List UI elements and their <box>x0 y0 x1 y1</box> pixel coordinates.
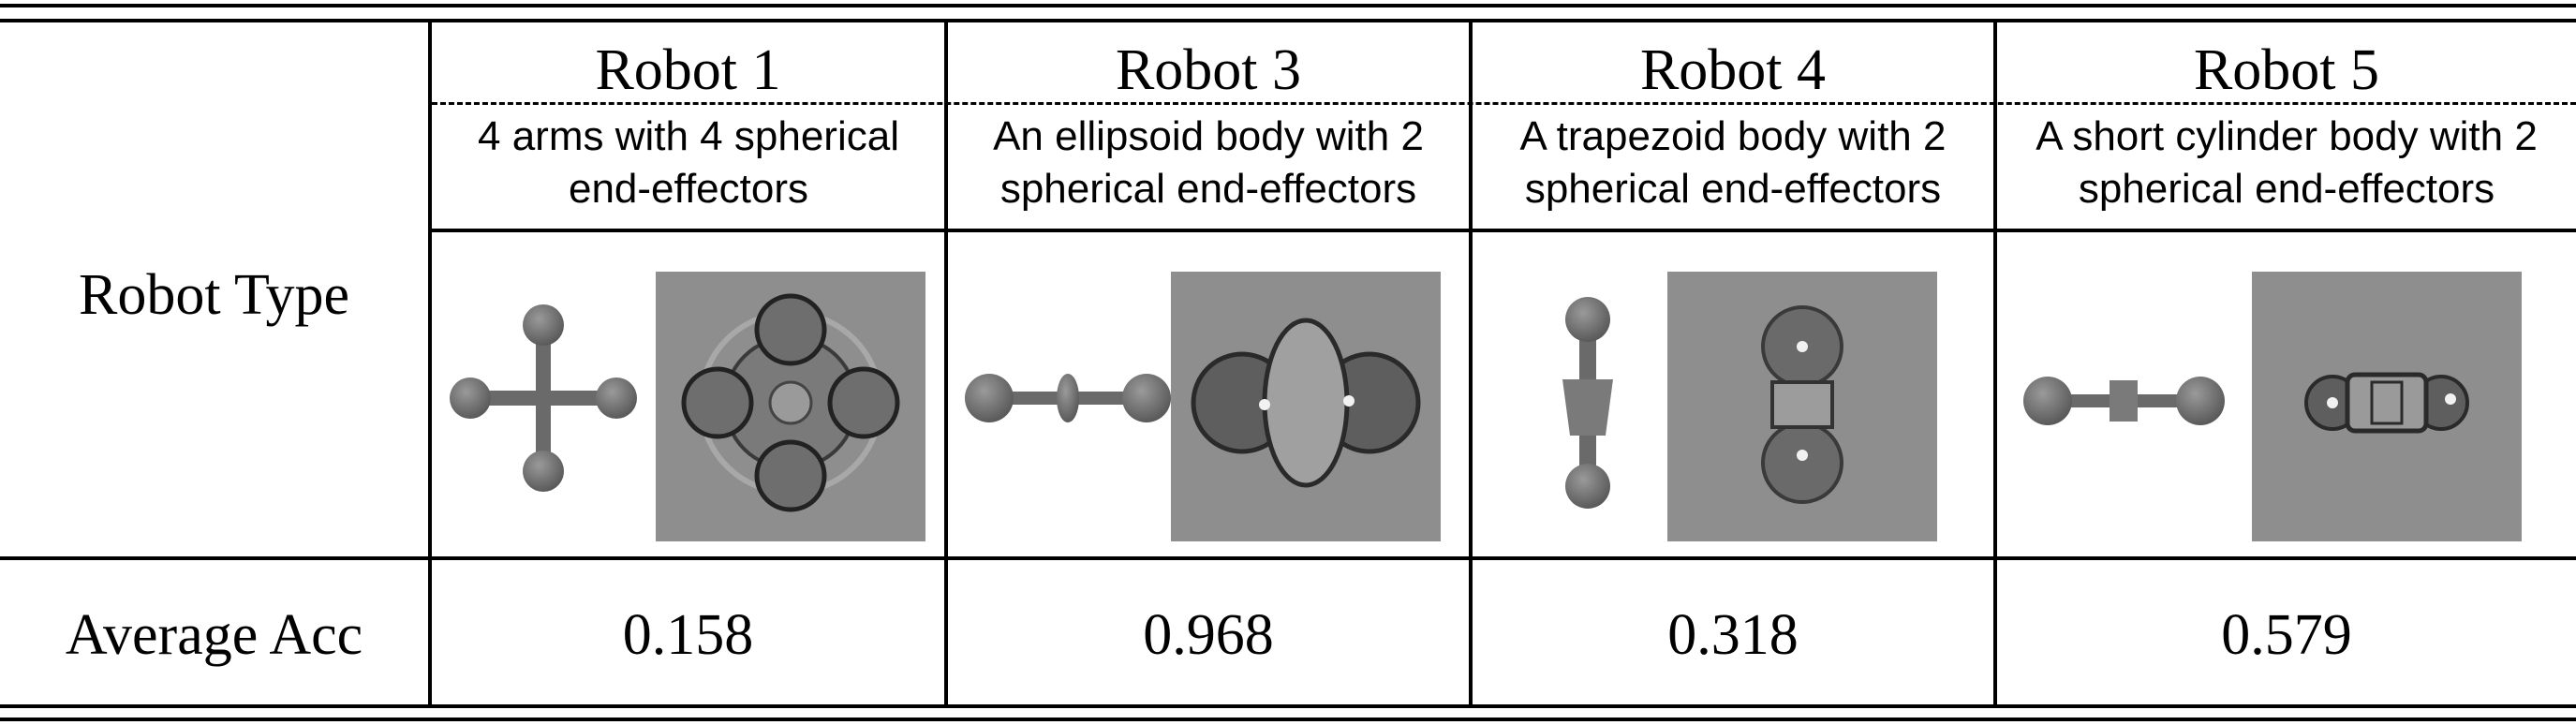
robot-1-average-acc: 0.158 <box>622 603 754 667</box>
robot-3-micrograph <box>1171 272 1441 541</box>
column-divider <box>428 22 432 704</box>
robot-3-title: Robot 3 <box>1115 38 1302 102</box>
robot-5-title: Robot 5 <box>2193 38 2380 102</box>
robot-3-average-acc: 0.968 <box>1143 603 1274 667</box>
bottom-rule-outer <box>0 718 2576 721</box>
robot-5-model-illustration <box>2023 377 2225 425</box>
desc-separator <box>432 229 2576 232</box>
robot-1-description: 4 arms with 4 spherical end-effectors <box>478 113 899 212</box>
robot-4-title: Robot 4 <box>1639 38 1827 102</box>
top-rule-outer <box>0 4 2576 7</box>
robot-4-model-illustration <box>1562 297 1613 509</box>
robot-1-model-illustration <box>450 304 637 492</box>
robot-5-micrograph <box>2252 272 2522 541</box>
robot-5-description: A short cylinder body with 2 spherical e… <box>2036 113 2538 212</box>
robot-1-micrograph <box>656 272 925 541</box>
title-dashed-line <box>432 102 2576 105</box>
robot-4-description: A trapezoid body with 2 spherical end-ef… <box>1519 113 1947 212</box>
row-separator <box>0 556 2576 560</box>
robot-1-title: Robot 1 <box>595 38 781 102</box>
row-label-robot-type: Robot Type <box>78 263 350 327</box>
column-divider <box>1993 22 1997 704</box>
row-label-average-acc: Average Acc <box>65 603 363 667</box>
robot-5-average-acc: 0.579 <box>2221 603 2352 667</box>
top-rule-inner <box>0 19 2576 22</box>
robot-3-model-illustration <box>965 374 1171 422</box>
robot-4-micrograph <box>1667 272 1937 541</box>
robot-3-description: An ellipsoid body with 2 spherical end-e… <box>993 113 1424 212</box>
column-divider <box>1469 22 1473 704</box>
robot-4-average-acc: 0.318 <box>1667 603 1799 667</box>
column-divider <box>944 22 948 704</box>
bottom-rule-inner <box>0 704 2576 708</box>
